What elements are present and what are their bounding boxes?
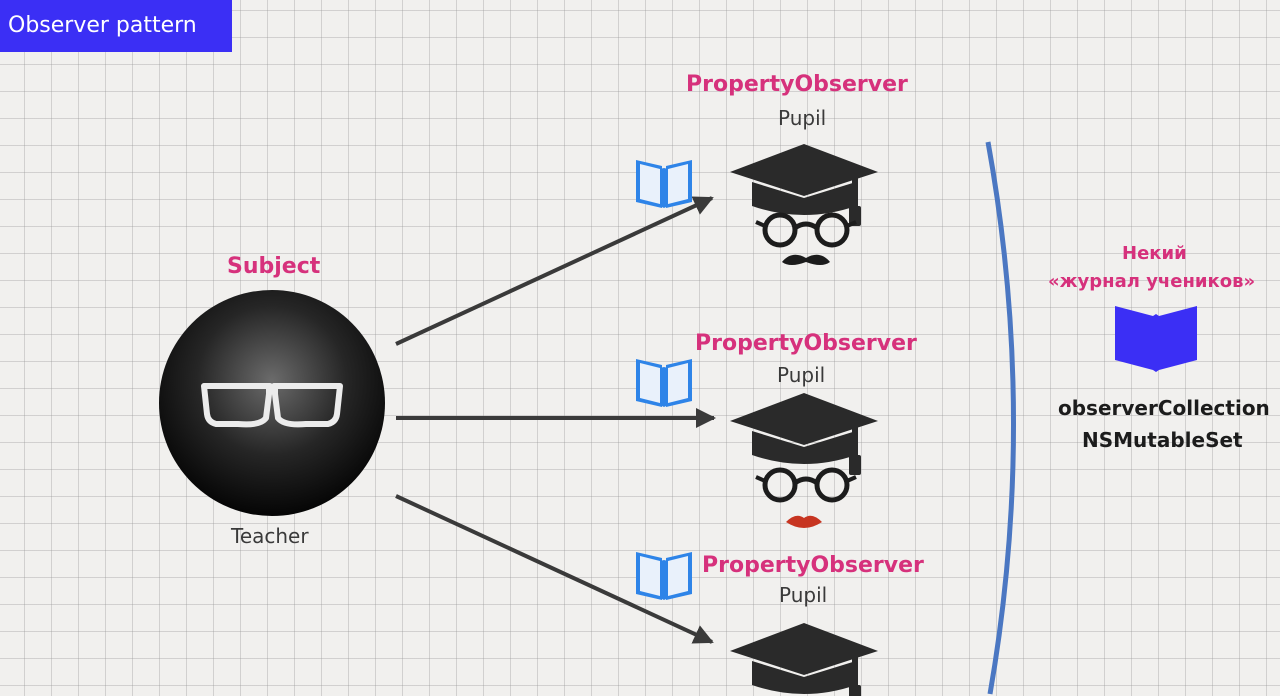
- round-glasses-icon: [756, 215, 856, 245]
- registry-title-line2: «журнал учеников»: [1048, 271, 1256, 292]
- graduation-cap-icon: [730, 393, 878, 475]
- teacher-avatar: [159, 290, 385, 516]
- round-glasses-icon: [756, 470, 856, 500]
- mustache-icon: [782, 254, 830, 265]
- book-icon: [636, 359, 692, 407]
- book-icon: [636, 160, 692, 208]
- glasses-icon: [201, 383, 343, 428]
- collection-bracket: [985, 141, 1016, 695]
- observer-2-role: PropertyObserver: [695, 331, 917, 356]
- observer-1-role: PropertyObserver: [686, 72, 908, 97]
- registry-title-line1: Некий: [1122, 243, 1187, 264]
- observer-1-name: Pupil: [778, 106, 827, 130]
- arrow-to-observer-3: [395, 494, 714, 644]
- observer-2-name: Pupil: [777, 363, 826, 387]
- pupil-2-avatar: [730, 393, 878, 528]
- teacher-label: Teacher: [231, 524, 309, 548]
- observer-3-role: PropertyObserver: [702, 553, 924, 578]
- observer-3-name: Pupil: [779, 583, 828, 607]
- collection-type: NSMutableSet: [1082, 428, 1243, 452]
- pupil-1-avatar: [730, 144, 878, 265]
- lips-icon: [786, 515, 822, 528]
- graduation-cap-icon: [730, 623, 878, 696]
- graduation-cap-icon: [730, 144, 878, 226]
- registry-book-icon: [1115, 306, 1197, 372]
- arrow-to-observer-1: [395, 196, 714, 346]
- book-icon: [636, 552, 692, 600]
- subject-label: Subject: [227, 254, 321, 279]
- pupil-3-avatar: [730, 623, 878, 696]
- collection-name: observerCollection: [1058, 396, 1270, 420]
- slide-title: Observer pattern: [0, 0, 232, 52]
